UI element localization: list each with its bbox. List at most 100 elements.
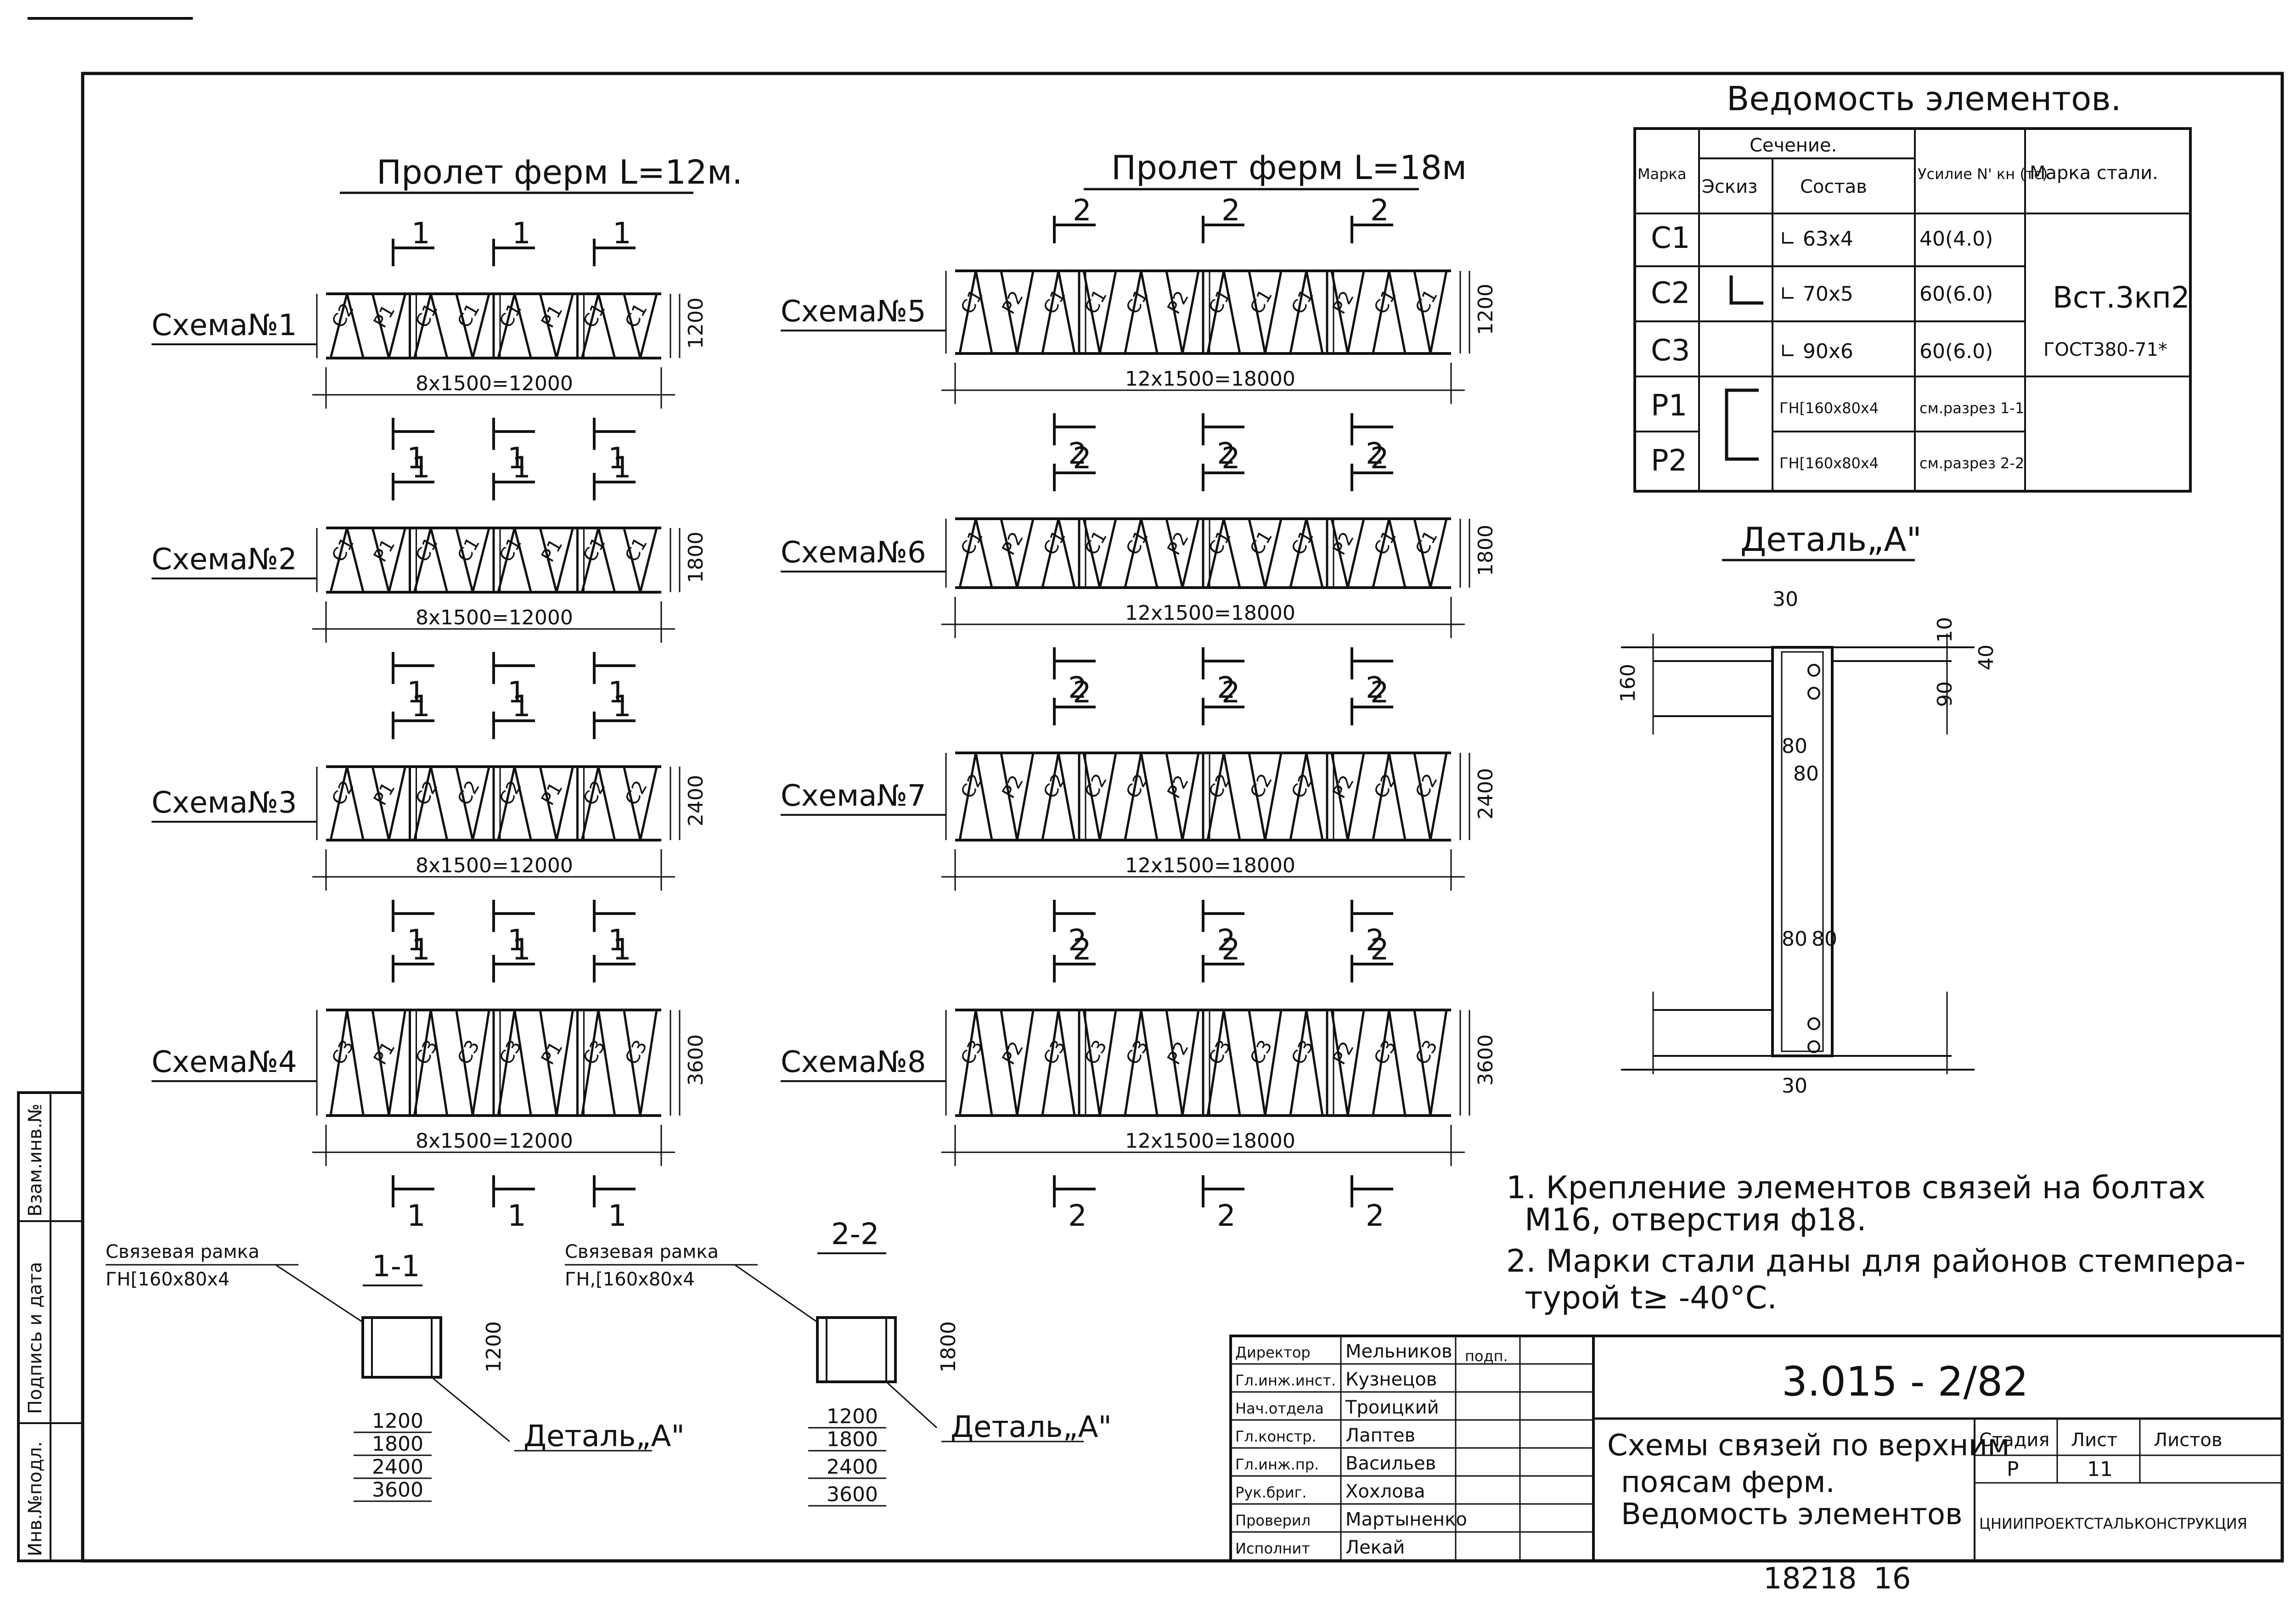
member-label-7-1: P2 xyxy=(998,772,1028,802)
sheet-frame xyxy=(81,72,2284,1563)
member-label-5-5: P2 xyxy=(1163,287,1193,318)
title-span-12: Пролет ферм L=12м. xyxy=(377,153,743,191)
section-1-1-profile: ГН[160x80x4 xyxy=(106,1269,230,1290)
member-label-7-10: C2 xyxy=(1370,770,1401,802)
member-label-1-1: P1 xyxy=(370,301,400,331)
note-line-2: М16, отверстия ф18. xyxy=(1525,1202,1867,1238)
stamp-role-0: Директор xyxy=(1235,1344,1311,1361)
member-label-7-8: C2 xyxy=(1287,770,1318,802)
note-line-3: 2. Марки стали даны для районов стемпера… xyxy=(1506,1243,2245,1279)
schedule-comp-4: ГН[160x80x4 xyxy=(1779,454,1879,472)
stamp-role-6: Проверил xyxy=(1235,1512,1311,1529)
bottom-num: 16 xyxy=(1874,1562,1911,1596)
dim-30-top: 30 xyxy=(1773,588,1798,611)
side-strip: Инв.№подл. Подпись и дата Взам.инв.№ xyxy=(17,1091,84,1562)
member-label-4-3: C3 xyxy=(454,1037,484,1068)
scheme-name-7: Схема№7 xyxy=(781,779,926,813)
schedule-force-3: см.разрез 1-1 xyxy=(1919,399,2024,417)
section-1-1-frame: Связевая рамка xyxy=(106,1241,259,1262)
dim-40: 40 xyxy=(1975,645,1998,670)
strip-replace: Взам.инв.№ xyxy=(25,1104,46,1217)
scheme-name-3: Схема№3 xyxy=(152,786,297,820)
member-label-5-1: P2 xyxy=(998,287,1028,318)
drawing-title-2: поясам ферм. xyxy=(1621,1465,1835,1499)
section-2-2-detail: Деталь„A" xyxy=(951,1410,1112,1444)
member-label-4-0: C3 xyxy=(328,1037,359,1068)
member-label-3-0: C2 xyxy=(328,777,359,809)
section-2-2-frame: Связевая рамка xyxy=(565,1241,719,1262)
cut-bot-3-2: 1 xyxy=(608,924,627,958)
schedule-title: Ведомость элементов. xyxy=(1727,79,2122,118)
s22-dim-3: 3600 xyxy=(827,1483,878,1506)
cut-top-1-2: 1 xyxy=(613,217,631,251)
scheme-dim-4: 8x1500=12000 xyxy=(416,1129,573,1153)
cut-top-2-1: 1 xyxy=(512,451,531,485)
scheme-dim-3: 8x1500=12000 xyxy=(416,854,573,877)
schedule-force-4: см.разрез 2-2 xyxy=(1919,454,2024,472)
section-2-2-h: 1800 xyxy=(937,1321,960,1373)
section-2-2: 2-2 Связевая рамка ГН,[160x80x4 1800 Дет… xyxy=(565,1217,1112,1507)
cut-top-7-1: 2 xyxy=(1221,676,1240,710)
cut-bot-2-0: 1 xyxy=(407,676,426,710)
scheme-name-2: Схема№2 xyxy=(152,543,297,577)
member-label-6-5: P2 xyxy=(1163,528,1193,559)
section-2-2-profile: ГН,[160x80x4 xyxy=(565,1269,695,1290)
cut-bot-4-2: 1 xyxy=(608,1199,627,1233)
member-label-7-0: C2 xyxy=(957,770,987,802)
schedule-force-0: 40(4.0) xyxy=(1919,227,1993,251)
dim-30-bottom: 30 xyxy=(1782,1074,1807,1098)
scheme-name-4: Схема№4 xyxy=(152,1045,297,1079)
cut-top-4-1: 1 xyxy=(512,933,531,967)
member-label-7-5: P2 xyxy=(1163,772,1193,802)
scheme-height-5: 1200 xyxy=(1474,284,1497,335)
stamp-name-7: Лекай xyxy=(1345,1537,1405,1558)
cut-top-6-2: 2 xyxy=(1370,442,1389,476)
cut-top-1-0: 1 xyxy=(411,217,430,251)
scheme-dim-1: 8x1500=12000 xyxy=(416,372,573,395)
member-label-2-5: P1 xyxy=(537,535,567,566)
cut-bot-1-1: 1 xyxy=(507,442,526,476)
dim-10: 10 xyxy=(1933,617,1957,643)
schedule-mark-4: P2 xyxy=(1651,444,1687,478)
schedule-mark-0: C1 xyxy=(1651,221,1690,255)
schedule-comp-3: ГН[160x80x4 xyxy=(1779,399,1879,417)
member-label-2-0: C1 xyxy=(328,534,359,566)
cut-bot-2-1: 1 xyxy=(507,676,526,710)
stamp-name-2: Троицкий xyxy=(1345,1397,1439,1418)
section-1-1-h: 1200 xyxy=(482,1321,506,1373)
doc-code: 3.015 - 2/82 xyxy=(1782,1358,2028,1405)
hdr-composition: Состав xyxy=(1800,176,1867,197)
cut-top-4-0: 1 xyxy=(411,933,430,967)
drawing-title-1: Схемы связей по верхним xyxy=(1607,1429,2010,1463)
cut-top-4-2: 1 xyxy=(613,933,631,967)
org-name: ЦНИИПРОЕКТСТАЛЬКОНСТРУКЦИЯ xyxy=(1979,1515,2247,1532)
schedule-force-2: 60(6.0) xyxy=(1919,340,1993,363)
scheme-height-1: 1200 xyxy=(684,297,708,349)
s22-dim-0: 1200 xyxy=(827,1405,878,1428)
cut-bot-2-2: 1 xyxy=(608,676,627,710)
member-label-5-10: C1 xyxy=(1370,286,1401,318)
sheet-value: 11 xyxy=(2087,1458,2113,1481)
cut-bot-7-2: 2 xyxy=(1366,924,1384,958)
member-label-7-4: C2 xyxy=(1122,770,1153,802)
cut-bot-7-1: 2 xyxy=(1217,924,1236,958)
stamp-sign-head: подп. xyxy=(1465,1347,1508,1365)
cut-bot-6-2: 2 xyxy=(1366,671,1384,705)
scheme-height-2: 1800 xyxy=(684,532,708,583)
scheme-dim-6: 12x1500=18000 xyxy=(1125,601,1295,625)
cut-bot-4-1: 1 xyxy=(507,1199,526,1233)
schedule-mark-1: C2 xyxy=(1651,276,1690,310)
scheme-height-8: 3600 xyxy=(1474,1034,1497,1086)
cut-bot-4-0: 1 xyxy=(407,1199,426,1233)
cut-bot-8-0: 2 xyxy=(1068,1199,1087,1233)
scheme-height-7: 2400 xyxy=(1474,768,1497,819)
s22-dim-2: 2400 xyxy=(827,1455,878,1479)
stamp-name-1: Кузнецов xyxy=(1345,1369,1437,1390)
cut-top-2-0: 1 xyxy=(411,451,430,485)
